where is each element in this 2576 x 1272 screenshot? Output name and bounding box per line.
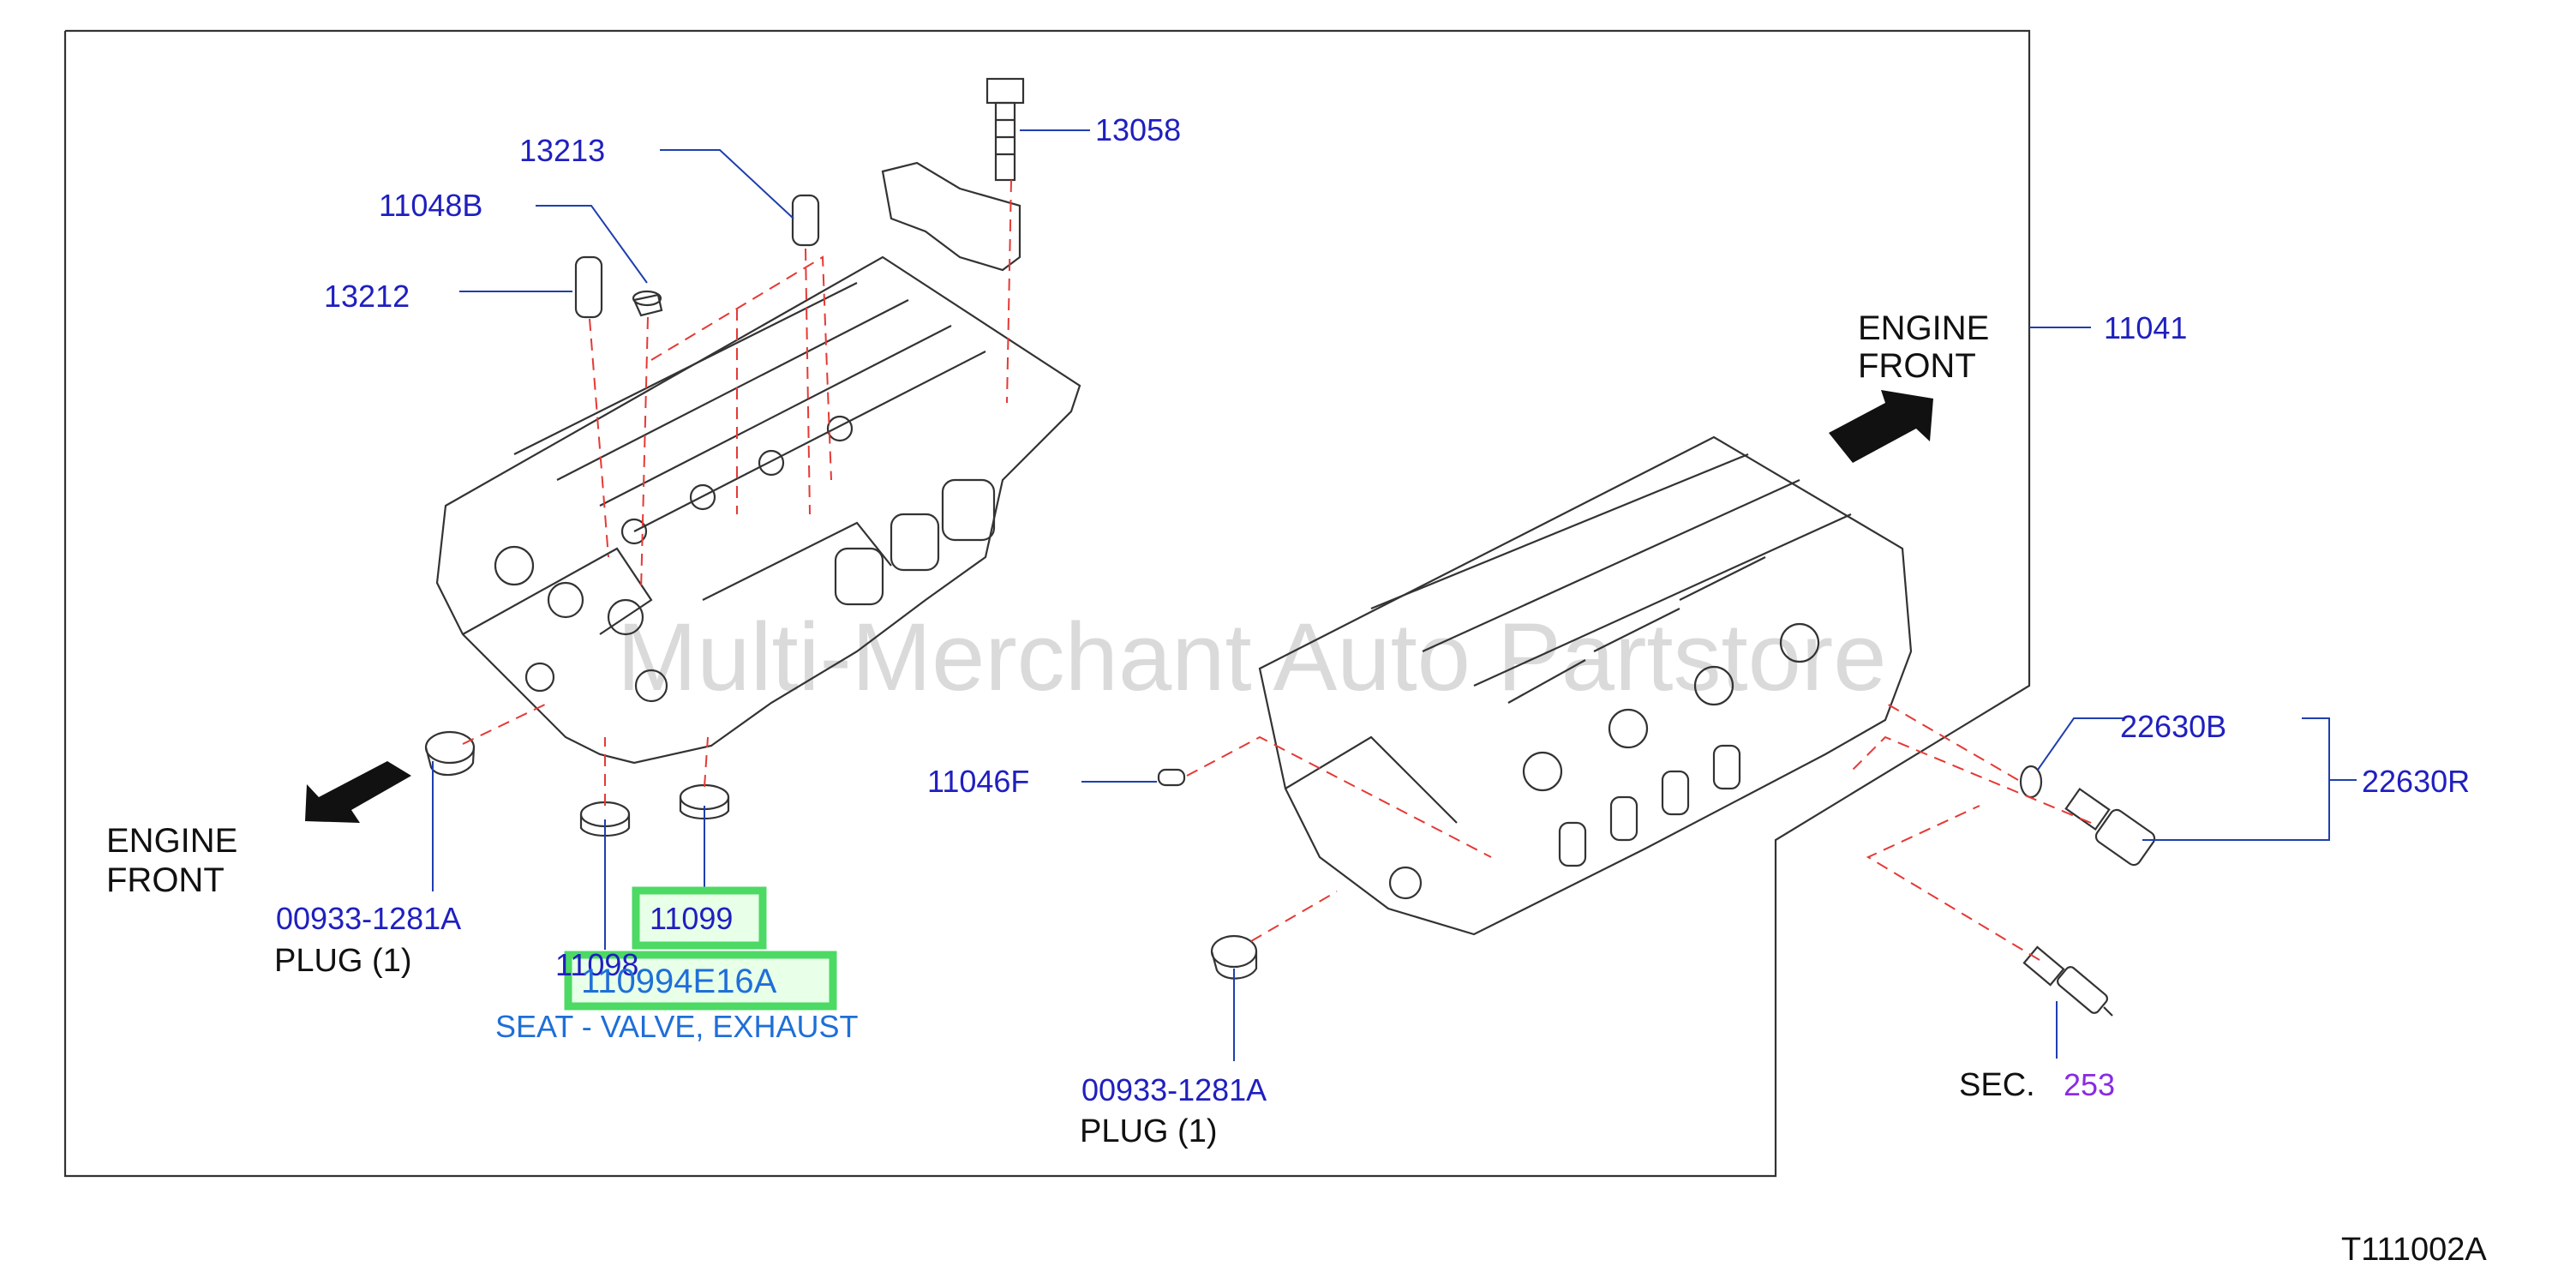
o-ring-22630b-part	[2019, 765, 2043, 799]
part-11099-label[interactable]: 11099	[650, 901, 733, 936]
diagram-code: T111002A	[2341, 1232, 2487, 1268]
camshaft-bracket	[881, 161, 1021, 272]
dowel-13212-part	[574, 255, 603, 319]
diagram-frame	[63, 29, 2031, 1178]
plug-00933-left-part	[424, 730, 476, 777]
highlight-part-number[interactable]: 110994E16A	[581, 963, 777, 1000]
engine-front-left-line2: FRONT	[106, 861, 225, 899]
plug-left-desc: PLUG (1)	[274, 943, 411, 979]
pin-11046f-part	[1157, 768, 1186, 787]
watermark: Multi-Merchant Auto Partstore	[617, 603, 1886, 711]
part-13212-label[interactable]: 13212	[324, 279, 410, 314]
plug-right-desc: PLUG (1)	[1080, 1113, 1217, 1149]
highlight-part-desc: SEAT - VALVE, EXHAUST	[495, 1009, 858, 1044]
sec-label: SEC.	[1959, 1067, 2035, 1103]
engine-front-arrow-left	[305, 761, 411, 823]
sec-number-link[interactable]: 253	[2064, 1067, 2115, 1102]
highlight-box-11099	[632, 886, 767, 950]
part-13213-label[interactable]: 13213	[519, 133, 605, 168]
cylinder-head-right	[1258, 435, 1913, 936]
assembly-lines	[462, 179, 2092, 961]
part-22630b-label[interactable]: 22630B	[2120, 709, 2226, 744]
highlight-box-110994e16a	[564, 951, 837, 1011]
dowel-13213-part	[791, 194, 820, 247]
engine-front-right-line1: ENGINE	[1858, 309, 1989, 347]
engine-front-arrow-right	[1829, 390, 1933, 463]
plug-11048b-part	[632, 290, 663, 317]
part-11046f-label[interactable]: 11046F	[927, 764, 1029, 799]
bolt-13058-part	[985, 77, 1025, 182]
sensor-22630r-part	[2064, 787, 2156, 867]
part-11098-label[interactable]: 11098	[555, 947, 638, 982]
engine-front-left-line1: ENGINE	[106, 822, 237, 860]
sensor-sec253-part	[2022, 945, 2113, 1017]
engine-front-right-line2: FRONT	[1858, 347, 1976, 385]
part-13058-label[interactable]: 13058	[1095, 112, 1181, 147]
part-11048b-label[interactable]: 11048B	[379, 188, 482, 223]
plug-00933-right-part	[1210, 934, 1258, 980]
part-00933-right-label[interactable]: 00933-1281A	[1081, 1072, 1267, 1107]
leader-lines	[432, 129, 2357, 1061]
part-22630r-label[interactable]: 22630R	[2362, 764, 2470, 799]
cylinder-head-left	[435, 255, 1081, 765]
part-00933-left-label[interactable]: 00933-1281A	[276, 901, 461, 936]
part-11041-label[interactable]: 11041	[2104, 310, 2187, 345]
